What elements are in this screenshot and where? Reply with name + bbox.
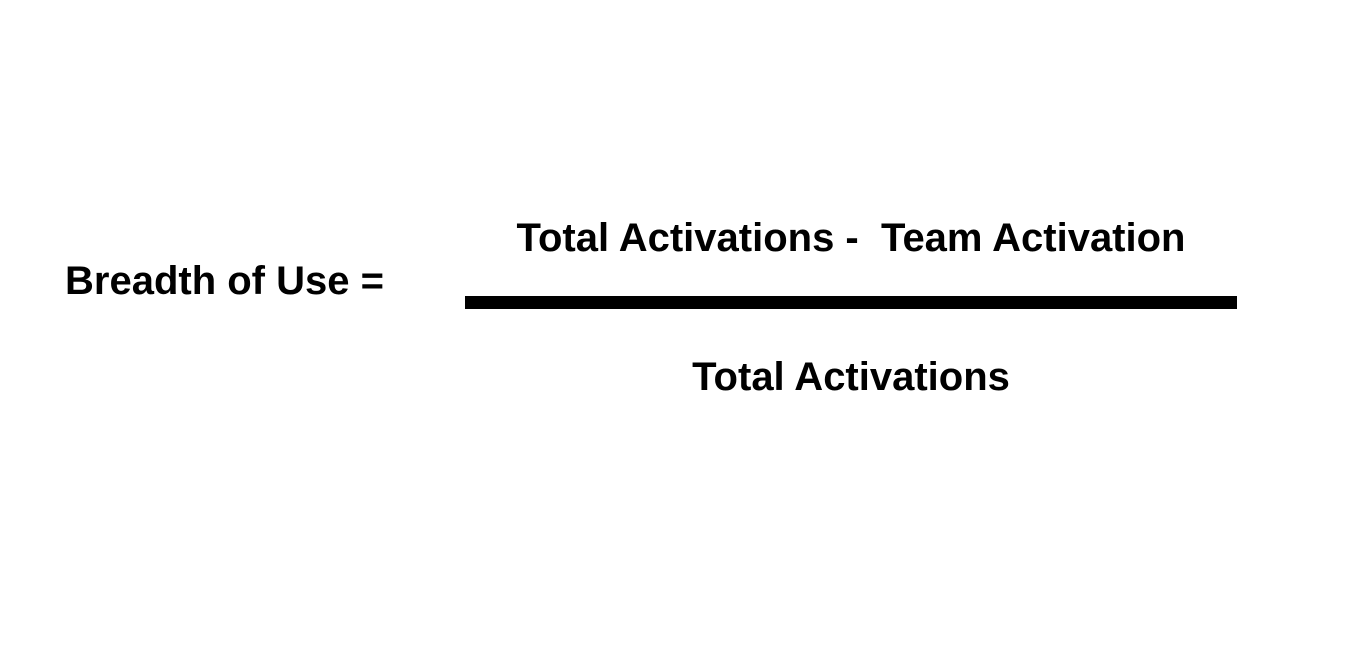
fraction-block: Total Activations - Team Activation Tota… [465, 215, 1237, 400]
formula-lhs-label: Breadth of Use = [65, 259, 384, 303]
fraction-numerator: Total Activations - Team Activation [516, 216, 1186, 260]
fraction-bar [465, 296, 1237, 309]
fraction-denominator: Total Activations [692, 355, 1010, 399]
